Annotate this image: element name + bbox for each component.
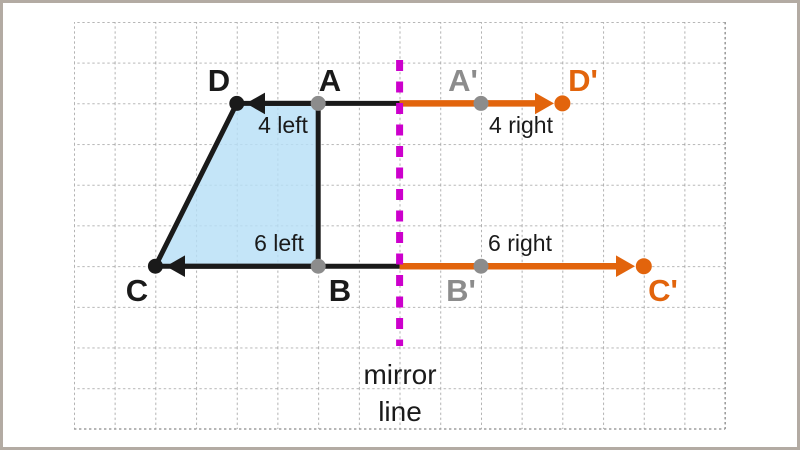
point-d-prime — [554, 95, 571, 112]
point-b — [310, 258, 326, 274]
label-distance-6-right: 6 right — [488, 230, 553, 256]
point-a — [310, 95, 326, 111]
point-c — [147, 258, 163, 274]
point-c-prime — [635, 258, 652, 275]
arrowhead-left-top — [246, 92, 265, 115]
label-distance-4-left: 4 left — [258, 112, 308, 138]
point-d — [229, 95, 245, 111]
label-vertex-a: A — [319, 63, 341, 98]
label-vertex-a-prime: A' — [448, 63, 478, 98]
label-vertex-c: C — [126, 273, 148, 308]
arrowhead-right-top — [535, 92, 554, 115]
arrowhead-right-bottom — [616, 255, 635, 277]
label-mirror-line-1: mirror — [363, 359, 436, 390]
arrowhead-left-bottom — [166, 255, 185, 277]
label-vertex-b-prime: B' — [446, 273, 476, 308]
label-vertex-d-prime: D' — [568, 63, 598, 98]
label-vertex-c-prime: C' — [648, 273, 678, 308]
label-vertex-b: B — [329, 273, 351, 308]
label-distance-6-left: 6 left — [254, 230, 304, 256]
label-mirror-line-2: line — [378, 396, 422, 427]
label-distance-4-right: 4 right — [489, 112, 554, 138]
point-b-prime — [473, 258, 489, 274]
label-vertex-d: D — [208, 63, 230, 98]
point-a-prime — [473, 95, 489, 111]
